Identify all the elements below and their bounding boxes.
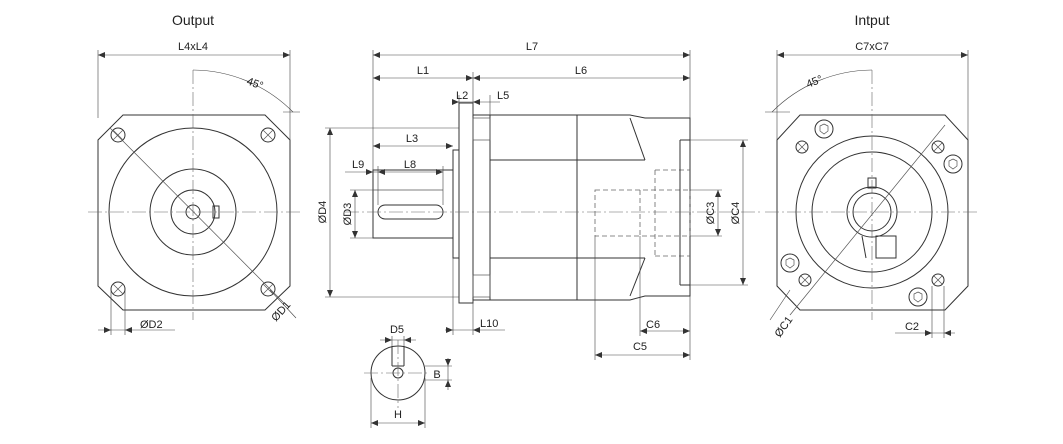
dim-L2: L2: [456, 90, 468, 102]
input-screws: [780, 119, 963, 307]
output-title: Output: [172, 12, 214, 28]
input-mount-holes: [795, 140, 945, 287]
dim-L7: L7: [526, 41, 538, 53]
input-title: Intput: [854, 12, 889, 28]
input-view: Intput C7xC7: [765, 12, 980, 340]
output-key: [212, 205, 220, 219]
dim-C1: ØC1: [773, 314, 796, 339]
side-body: [472, 114, 691, 301]
output-view: Output L4xL4 45° ØD1: [88, 12, 300, 335]
input-angle-arc: [771, 69, 873, 113]
dim-L8: L8: [404, 159, 416, 171]
dim-L10: L10: [480, 318, 498, 330]
dim-L3: L3: [406, 133, 418, 145]
side-shaft: [372, 169, 454, 239]
dim-B: B: [433, 369, 440, 381]
input-flange: [776, 114, 969, 311]
dim-C4: ØC4: [730, 202, 742, 225]
dim-H: H: [394, 409, 402, 421]
input-clamp-slot: [875, 235, 897, 259]
shaft-section: D5 B H: [364, 324, 452, 428]
output-angle-label: 45°: [245, 76, 265, 93]
dim-D2: ØD2: [140, 319, 163, 331]
dim-L9: L9: [352, 159, 364, 171]
dim-L1: L1: [417, 65, 429, 77]
side-pilot: [452, 149, 460, 259]
dim-L5: L5: [497, 90, 509, 102]
side-flange: [458, 102, 474, 304]
dim-C5: C5: [633, 341, 647, 353]
dim-D4: ØD4: [317, 201, 329, 224]
output-mount-holes: [110, 127, 276, 297]
dim-C7xC7: C7xC7: [855, 41, 889, 53]
input-diagonal: [789, 124, 946, 316]
input-angle-label: 45°: [805, 73, 825, 90]
dim-L4xL4: L4xL4: [178, 41, 208, 53]
dim-D5: D5: [390, 324, 404, 336]
dim-D3: ØD3: [342, 203, 354, 226]
side-input-bore: [594, 189, 691, 237]
dim-C6: C6: [646, 319, 660, 331]
output-flange: [97, 114, 291, 311]
dim-L6: L6: [575, 65, 587, 77]
side-view: L7 L1 L6 L2 L5 L3 L9 L8: [317, 41, 760, 360]
dim-C3: ØC3: [705, 202, 717, 225]
dim-C2: C2: [905, 321, 919, 333]
output-angle-arc: [192, 69, 294, 113]
output-diagonal: [109, 127, 284, 303]
